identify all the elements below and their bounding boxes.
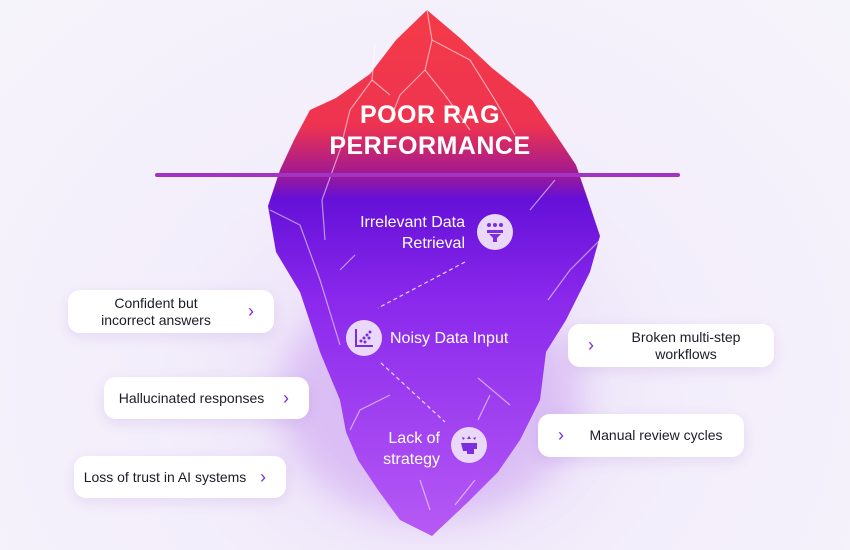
title-line-1: POOR RAG [359,101,501,129]
cause-noisy-data: Noisy Data Input [390,330,509,347]
cause-label: Lack of [388,430,440,447]
chevron-right-icon: › [283,387,289,408]
effect-text: Loss of trust in AI systems [83,468,247,485]
chevron-right-icon: › [260,466,266,487]
effect-line: Confident but [114,294,198,311]
chevron-right-icon: › [558,425,564,445]
effect-card: Loss of trust in AI systems › [74,456,286,498]
effect-line: incorrect answers [101,311,211,328]
chevron-right-icon: › [588,335,594,355]
iceberg-shape [268,10,600,536]
cause-label: Irrelevant Data [360,214,465,231]
effect-line: Broken multi-step [631,328,741,345]
head-arrows-icon [451,427,487,463]
chevron-right-icon: › [248,301,254,321]
effect-text: Hallucinated responses [118,389,265,406]
cause-label: strategy [383,451,440,468]
effect-line: workflows [655,345,717,362]
effect-card: Hallucinated responses › [104,377,309,419]
page-title: POOR RAG PERFORMANCE [300,100,560,162]
effect-text: Manual review cycles [589,427,723,443]
filter-funnel-icon [477,214,513,250]
scatter-plot-icon [346,320,382,356]
cause-lack-of-strategy: Lack of strategy [360,428,440,470]
iceberg-cracks [269,9,601,511]
cause-label: Retrieval [401,235,465,252]
title-line-2: PERFORMANCE [329,132,531,160]
cause-irrelevant-data: Irrelevant Data Retrieval [330,212,465,254]
connector-lines [377,261,466,423]
effect-card: › Manual review cycles [538,414,744,457]
